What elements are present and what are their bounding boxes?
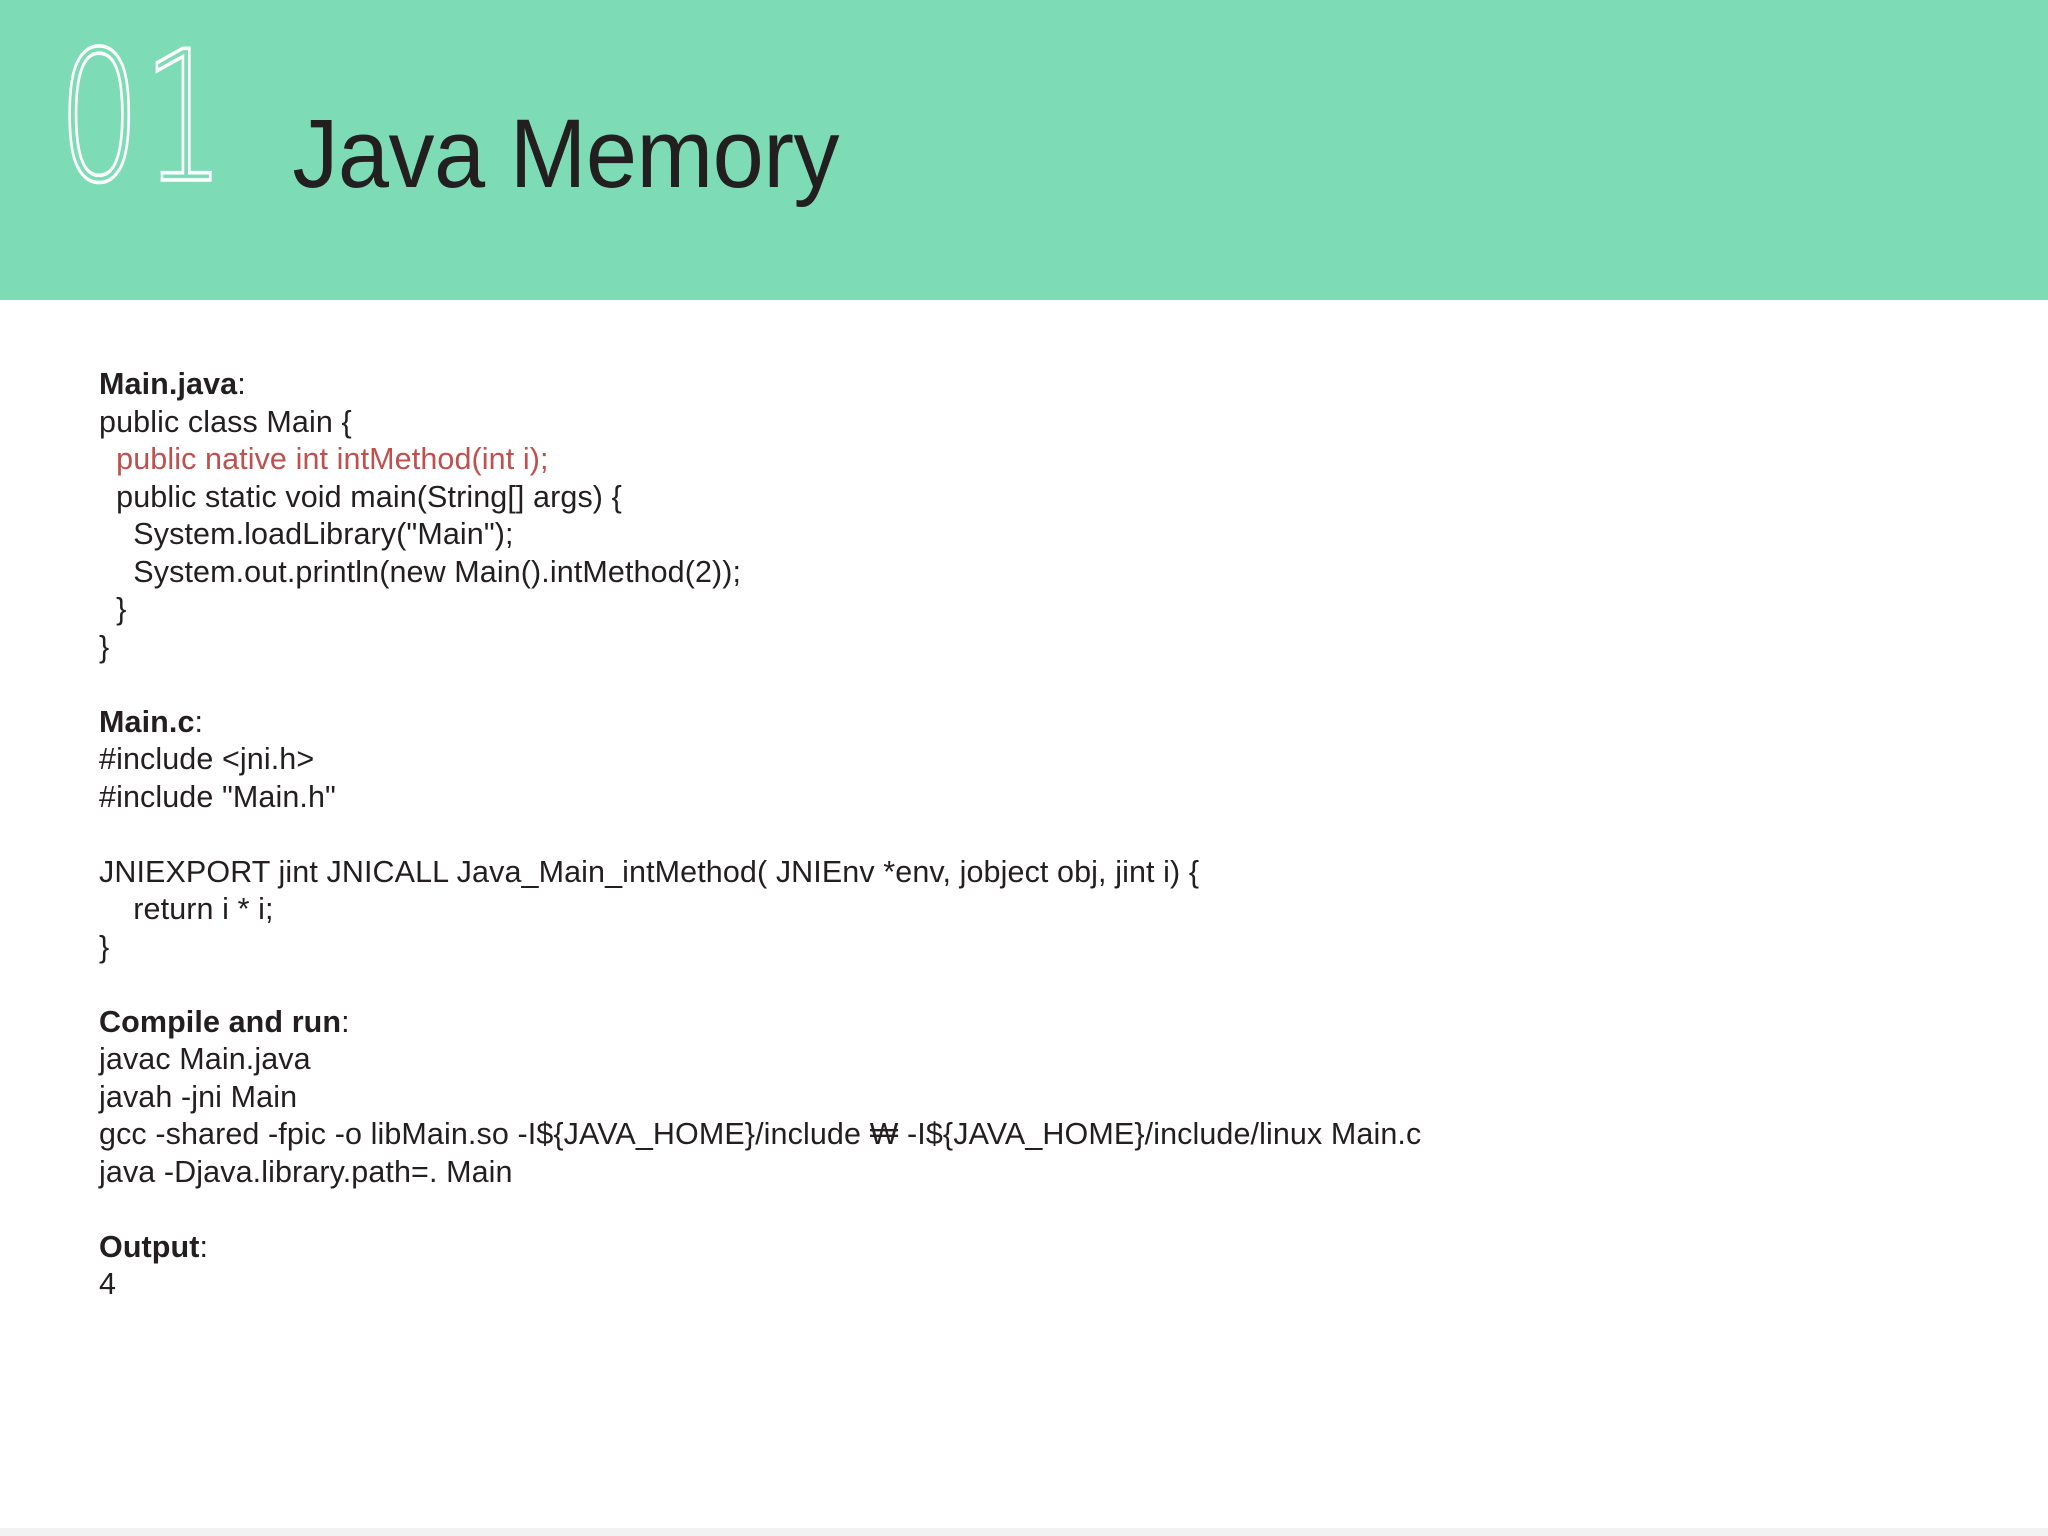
code-line: System.loadLibrary("Main"); (99, 517, 514, 551)
code-line-highlighted: public native int intMethod(int i); (99, 442, 549, 476)
code-line: java -Djava.library.path=. Main (99, 1154, 513, 1189)
slide-body: Main.java:public class Main { public nat… (99, 366, 1859, 1304)
code-line: #include "Main.h" (99, 779, 336, 814)
code-line: public class Main { (99, 404, 352, 439)
code-line: javac Main.java (99, 1042, 311, 1076)
code-blank-line (99, 816, 1859, 854)
code-listing: Main.java:public class Main { public nat… (99, 366, 1859, 1304)
footer-divider (0, 1528, 2048, 1536)
section-heading-text: Output (99, 1229, 200, 1264)
code-line: return i * i; (99, 892, 274, 926)
section-heading: Output: (99, 1229, 1859, 1267)
section-heading-colon: : (199, 1229, 209, 1264)
code-blank-line (99, 1191, 1859, 1229)
code-blank-line (99, 966, 1859, 1004)
section-heading: Compile and run: (99, 1004, 1859, 1042)
slide-title: Java Memory (292, 99, 839, 209)
section-heading-colon: : (194, 704, 204, 739)
code-line: } (99, 592, 127, 626)
code-blank-line (99, 666, 1859, 704)
code-line: javah -jni Main (99, 1079, 298, 1114)
section-heading-text: Main.c (99, 704, 195, 739)
code-line: } (99, 929, 110, 964)
code-line: JNIEXPORT jint JNICALL Java_Main_intMeth… (99, 854, 1200, 889)
code-line: } (99, 629, 110, 664)
section-heading-text: Main.java (99, 367, 238, 401)
slide-header-band: 01 Java Memory (0, 0, 2048, 300)
section-heading: Main.c: (99, 704, 1859, 742)
section-heading-colon: : (341, 1004, 350, 1039)
slide-number: 01 (57, 12, 228, 223)
slide-header-content: 01 Java Memory (57, 26, 840, 210)
section-heading-text: Compile and run (99, 1004, 342, 1039)
code-line: public static void main(String[] args) { (99, 479, 622, 514)
section-heading: Main.java: (99, 366, 1859, 404)
code-line: gcc -shared -fpic -o libMain.so -I${JAVA… (99, 1117, 1422, 1151)
code-line: System.out.println(new Main().intMethod(… (99, 554, 742, 589)
code-line: 4 (99, 1267, 117, 1301)
section-heading-colon: : (237, 367, 246, 401)
code-line: #include <jni.h> (99, 742, 315, 776)
